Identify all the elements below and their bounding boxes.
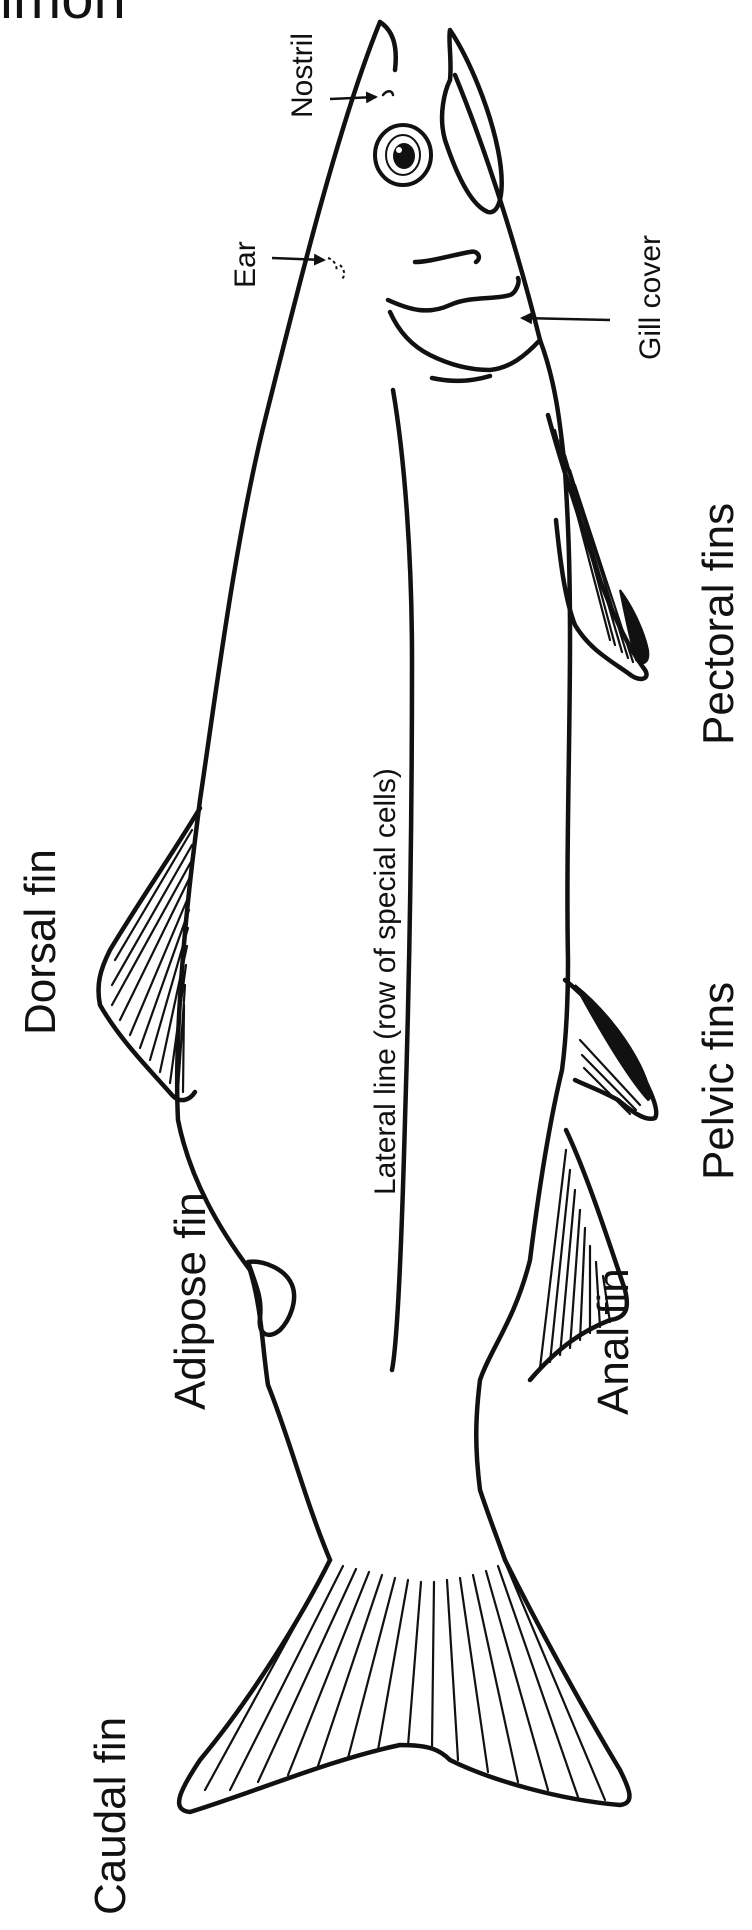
label-anal-fin: Anal fin — [589, 1268, 638, 1415]
label-ear: Ear — [229, 241, 262, 288]
label-lateral-line: Lateral line (row of special cells) — [369, 768, 402, 1195]
nostril-marker — [383, 91, 393, 95]
label-pelvic-fins: Pelvic fins — [694, 982, 743, 1180]
label-dorsal-fin: Dorsal fin — [16, 849, 65, 1035]
label-caudal-fin: Caudal fin — [86, 1717, 135, 1915]
gill-cover — [388, 252, 540, 381]
eye — [375, 125, 431, 185]
pelvic-fin — [565, 980, 656, 1119]
label-pectoral-fins: Pectoral fins — [694, 503, 743, 745]
pectoral-fin — [548, 415, 648, 679]
label-nostril: Nostril — [286, 33, 319, 118]
ear-marker — [328, 258, 344, 279]
nostril-arrow — [330, 97, 376, 99]
label-adipose-fin: Adipose fin — [166, 1192, 215, 1410]
ear-arrow — [272, 258, 324, 260]
title-fragment: lmon — [0, 0, 126, 31]
caudal-fin — [179, 1560, 629, 1812]
dorsal-fin — [98, 808, 200, 1100]
label-gill-cover: Gill cover — [634, 235, 667, 360]
